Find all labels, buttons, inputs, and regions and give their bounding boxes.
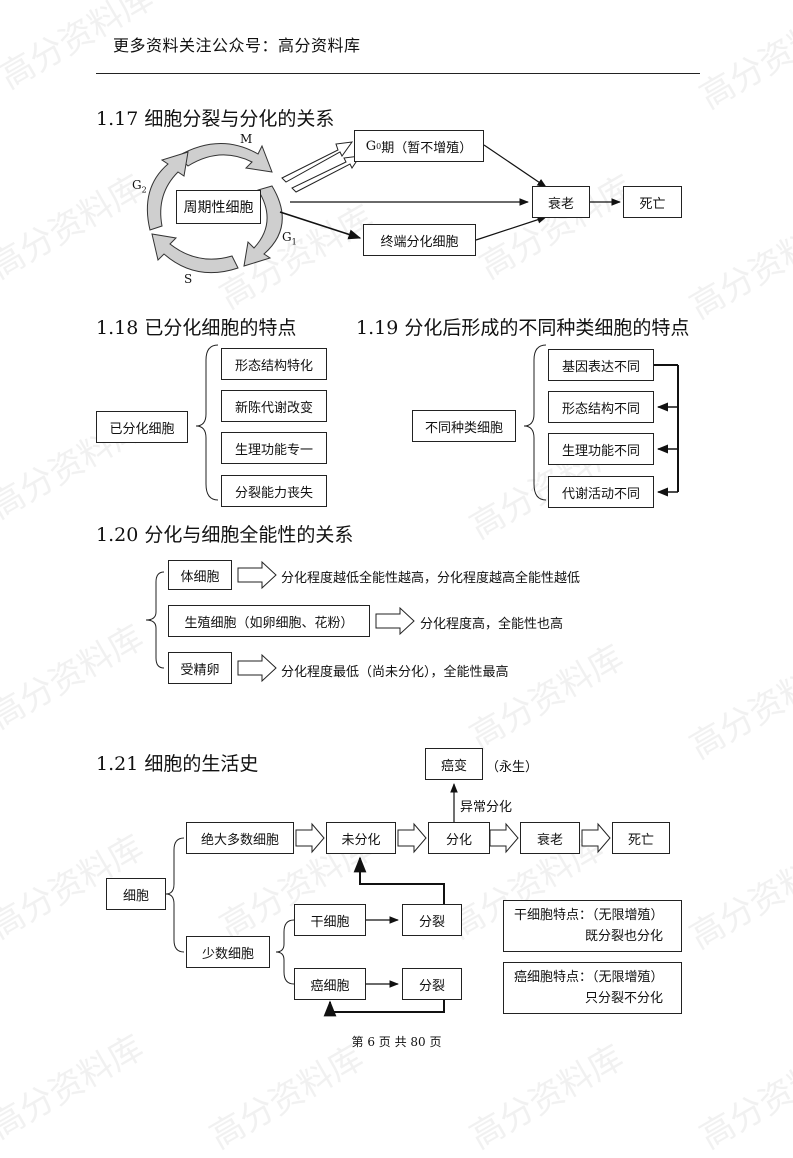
trait-box: 分裂能力丧失 (221, 475, 327, 507)
cell-cycle-ring (146, 143, 283, 274)
phase-label-g1: G1 (282, 230, 297, 247)
differentiation-box: 分化 (428, 822, 490, 854)
section-title-1-20: 1.20 分化与细胞全能性的关系 (96, 524, 354, 546)
minority-cells-box: 少数细胞 (186, 936, 270, 968)
g0-double-arrow (281, 141, 362, 193)
cancer-cell-note: 癌细胞特点：（无限增殖） 只分裂不分化 (503, 962, 682, 1014)
terminal-diff-box: 终端分化细胞 (363, 224, 476, 256)
page-header: 更多资料关注公众号：高分资料库 (113, 36, 361, 55)
undifferentiated-box: 未分化 (326, 822, 396, 854)
feature-box: 代谢活动不同 (548, 476, 654, 508)
phase-label-m: M (240, 132, 253, 146)
death-box: 死亡 (612, 822, 670, 854)
feature-box: 形态结构不同 (548, 391, 654, 423)
potency-text: 分化程度最低（尚未分化），全能性最高 (281, 665, 509, 680)
cancer-division-box: 分裂 (402, 968, 462, 1000)
feature-box: 基因表达不同 (548, 349, 654, 381)
trait-box: 形态结构特化 (221, 348, 327, 380)
header-divider (96, 73, 700, 74)
diagram-lines (145, 141, 679, 1017)
section-title-1-21: 1.21 细胞的生活史 (96, 753, 259, 775)
stem-cell-note: 干细胞特点：（无限增殖） 既分裂也分化 (503, 900, 682, 952)
cell-box: 细胞 (106, 878, 166, 910)
immortal-label: （永生） (486, 760, 539, 775)
aging-box: 衰老 (520, 822, 580, 854)
cycling-cell-box: 周期性细胞 (176, 190, 261, 224)
canceration-box: 癌变 (425, 748, 483, 780)
zygote-box: 受精卵 (168, 652, 232, 684)
stem-cell-box: 干细胞 (294, 904, 366, 936)
potency-text: 分化程度越低全能性越高，分化程度越高全能性越低 (281, 571, 581, 586)
aging-box: 衰老 (532, 186, 590, 218)
majority-cells-box: 绝大多数细胞 (186, 822, 294, 854)
trait-box: 生理功能专一 (221, 432, 327, 464)
section-title-1-19: 1.19 分化后形成的不同种类细胞的特点 (356, 317, 690, 339)
cell-types-box: 不同种类细胞 (412, 410, 516, 442)
potency-text: 分化程度高，全能性也高 (420, 617, 564, 632)
somatic-cell-box: 体细胞 (168, 560, 232, 590)
phase-label-g2: G2 (132, 178, 147, 195)
cancer-cell-box: 癌细胞 (294, 968, 366, 1000)
phase-label-s: S (184, 272, 193, 286)
page-number: 第 6 页 共 80 页 (351, 1035, 442, 1049)
differentiated-cell-box: 已分化细胞 (96, 411, 188, 443)
abnormal-diff-label: 异常分化 (460, 800, 513, 815)
trait-box: 新陈代谢改变 (221, 390, 327, 422)
stem-division-box: 分裂 (402, 904, 462, 936)
germ-cell-box: 生殖细胞（如卵细胞、花粉） (168, 605, 370, 637)
death-box: 死亡 (623, 186, 682, 218)
section-title-1-18: 1.18 已分化细胞的特点 (96, 317, 297, 339)
feature-box: 生理功能不同 (548, 433, 654, 465)
section-title-1-17: 1.17 细胞分裂与分化的关系 (96, 108, 335, 130)
